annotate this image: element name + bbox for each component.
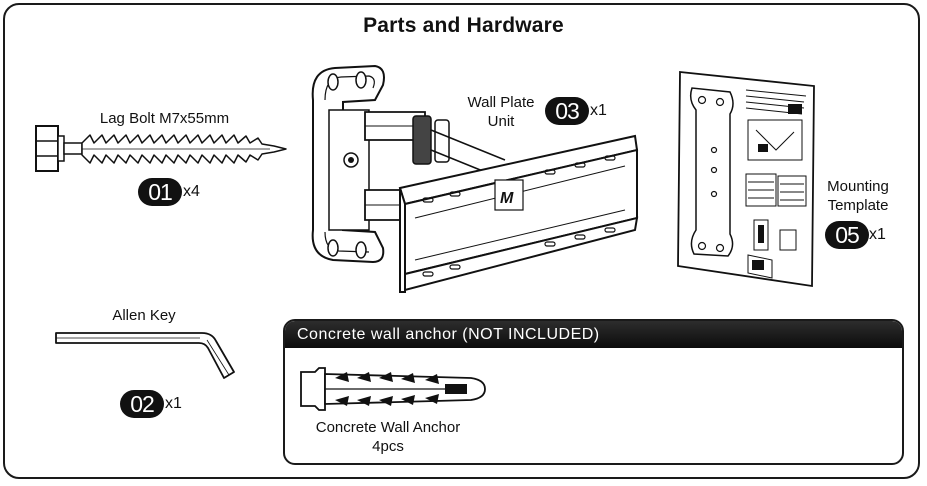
mounting-template-label-line2: Template xyxy=(827,197,889,214)
lag-bolt-illustration xyxy=(35,125,287,172)
wall-plate-unit-quantity: x1 xyxy=(590,102,607,119)
not-included-header: Concrete wall anchor (NOT INCLUDED) xyxy=(285,321,902,348)
page-title: Parts and Hardware xyxy=(363,14,564,37)
part-number-badge-01: 01 xyxy=(138,178,182,206)
not-included-panel: Concrete wall anchor (NOT INCLUDED) xyxy=(283,319,904,465)
svg-text:M: M xyxy=(500,190,514,207)
wall-plate-unit-label-line2: Unit xyxy=(487,113,515,130)
mounting-template-quantity: x1 xyxy=(869,226,886,243)
concrete-wall-anchor-illustration xyxy=(300,367,486,411)
allen-key-label: Allen Key xyxy=(112,307,176,324)
allen-key-quantity: x1 xyxy=(165,395,182,412)
mounting-template-illustration xyxy=(677,71,815,288)
concrete-wall-anchor-label-line2: 4pcs xyxy=(372,438,404,455)
lag-bolt-label: Lag Bolt M7x55mm xyxy=(99,110,230,127)
allen-key-illustration xyxy=(55,332,235,379)
wall-plate-unit-illustration: M xyxy=(311,64,639,293)
mounting-template-label-line1: Mounting xyxy=(827,178,889,195)
lag-bolt-quantity: x4 xyxy=(183,183,200,200)
part-number-badge-05: 05 xyxy=(825,221,869,249)
part-number-badge-02: 02 xyxy=(120,390,164,418)
part-number-badge-03: 03 xyxy=(545,97,589,125)
page-frame xyxy=(3,3,920,479)
concrete-wall-anchor-label-line1: Concrete Wall Anchor xyxy=(315,419,461,436)
wall-plate-unit-label-line1: Wall Plate xyxy=(467,94,535,111)
